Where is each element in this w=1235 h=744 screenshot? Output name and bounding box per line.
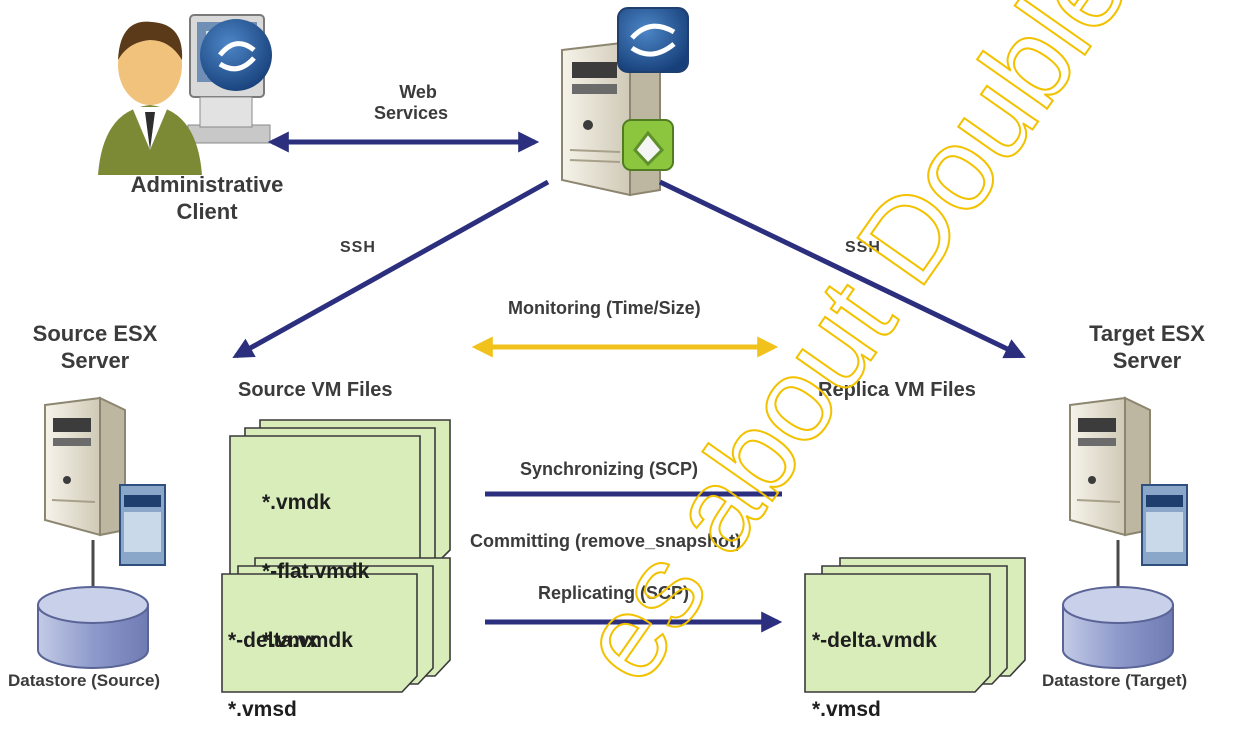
file-name: *-delta.vmdk <box>228 629 353 652</box>
target-server-icon <box>1069 396 1188 566</box>
ssh-right-arrow <box>658 179 1026 359</box>
source-main-file-list: *.vmdk *-flat.vmdk *.vmx <box>262 445 369 675</box>
monitoring-label: Monitoring (Time/Size) <box>508 298 701 318</box>
replica-delta-file-list: *-delta.vmdk *.vmsd <box>812 583 937 744</box>
source-server-icon <box>44 396 166 566</box>
admin-client-label: Administrative Client <box>112 171 302 225</box>
source-server-label-line1: Source ESX <box>32 321 158 346</box>
replication-diagram <box>37 7 1188 693</box>
target-server-label-line2: Server <box>1112 348 1182 373</box>
target-server-label-line1: Target ESX <box>1089 321 1205 346</box>
source-datastore-icon <box>37 586 149 669</box>
source-datastore-label: Datastore (Source) <box>8 671 161 690</box>
ssh-left-label: SSH <box>340 239 376 256</box>
file-name: *.vmsd <box>812 698 881 721</box>
source-vm-files-title: Source VM Files <box>238 379 393 401</box>
admin-client-label-line2: Client <box>176 199 238 224</box>
source-delta-file-list: *-delta.vmdk *.vmsd <box>228 583 353 744</box>
source-server-label: Source ESX Server <box>20 320 170 374</box>
replica-delta-file-stack <box>804 557 1026 693</box>
file-name: *.vmdk <box>262 491 331 514</box>
web-services-label-line2: Services <box>374 103 449 123</box>
source-server-label-line2: Server <box>60 348 130 373</box>
ssh-right-label: SSH <box>845 239 881 256</box>
admin-client-icon <box>98 14 272 175</box>
source-delta-file-stack <box>221 557 451 693</box>
synchronizing-label: Synchronizing (SCP) <box>520 459 699 479</box>
file-name: *-delta.vmdk <box>812 629 937 652</box>
management-server-icon <box>561 7 689 197</box>
target-datastore-label: Datastore (Target) <box>1042 671 1188 690</box>
committing-label: Committing (remove_snapshot) <box>470 531 742 551</box>
target-datastore-icon <box>1062 586 1174 669</box>
web-services-label-line1: Web <box>399 82 437 102</box>
target-server-label: Target ESX Server <box>1072 320 1222 374</box>
web-services-label: Web Services <box>374 82 448 124</box>
replica-vm-files-title: Replica VM Files <box>818 379 976 401</box>
file-name: *-flat.vmdk <box>262 560 370 583</box>
file-name: *.vmx <box>262 629 319 652</box>
ssh-left-arrow <box>232 179 550 359</box>
file-name: *.vmsd <box>228 698 297 721</box>
replicating-label: Replicating (SCP) <box>538 583 690 603</box>
admin-client-label-line1: Administrative <box>130 172 284 197</box>
